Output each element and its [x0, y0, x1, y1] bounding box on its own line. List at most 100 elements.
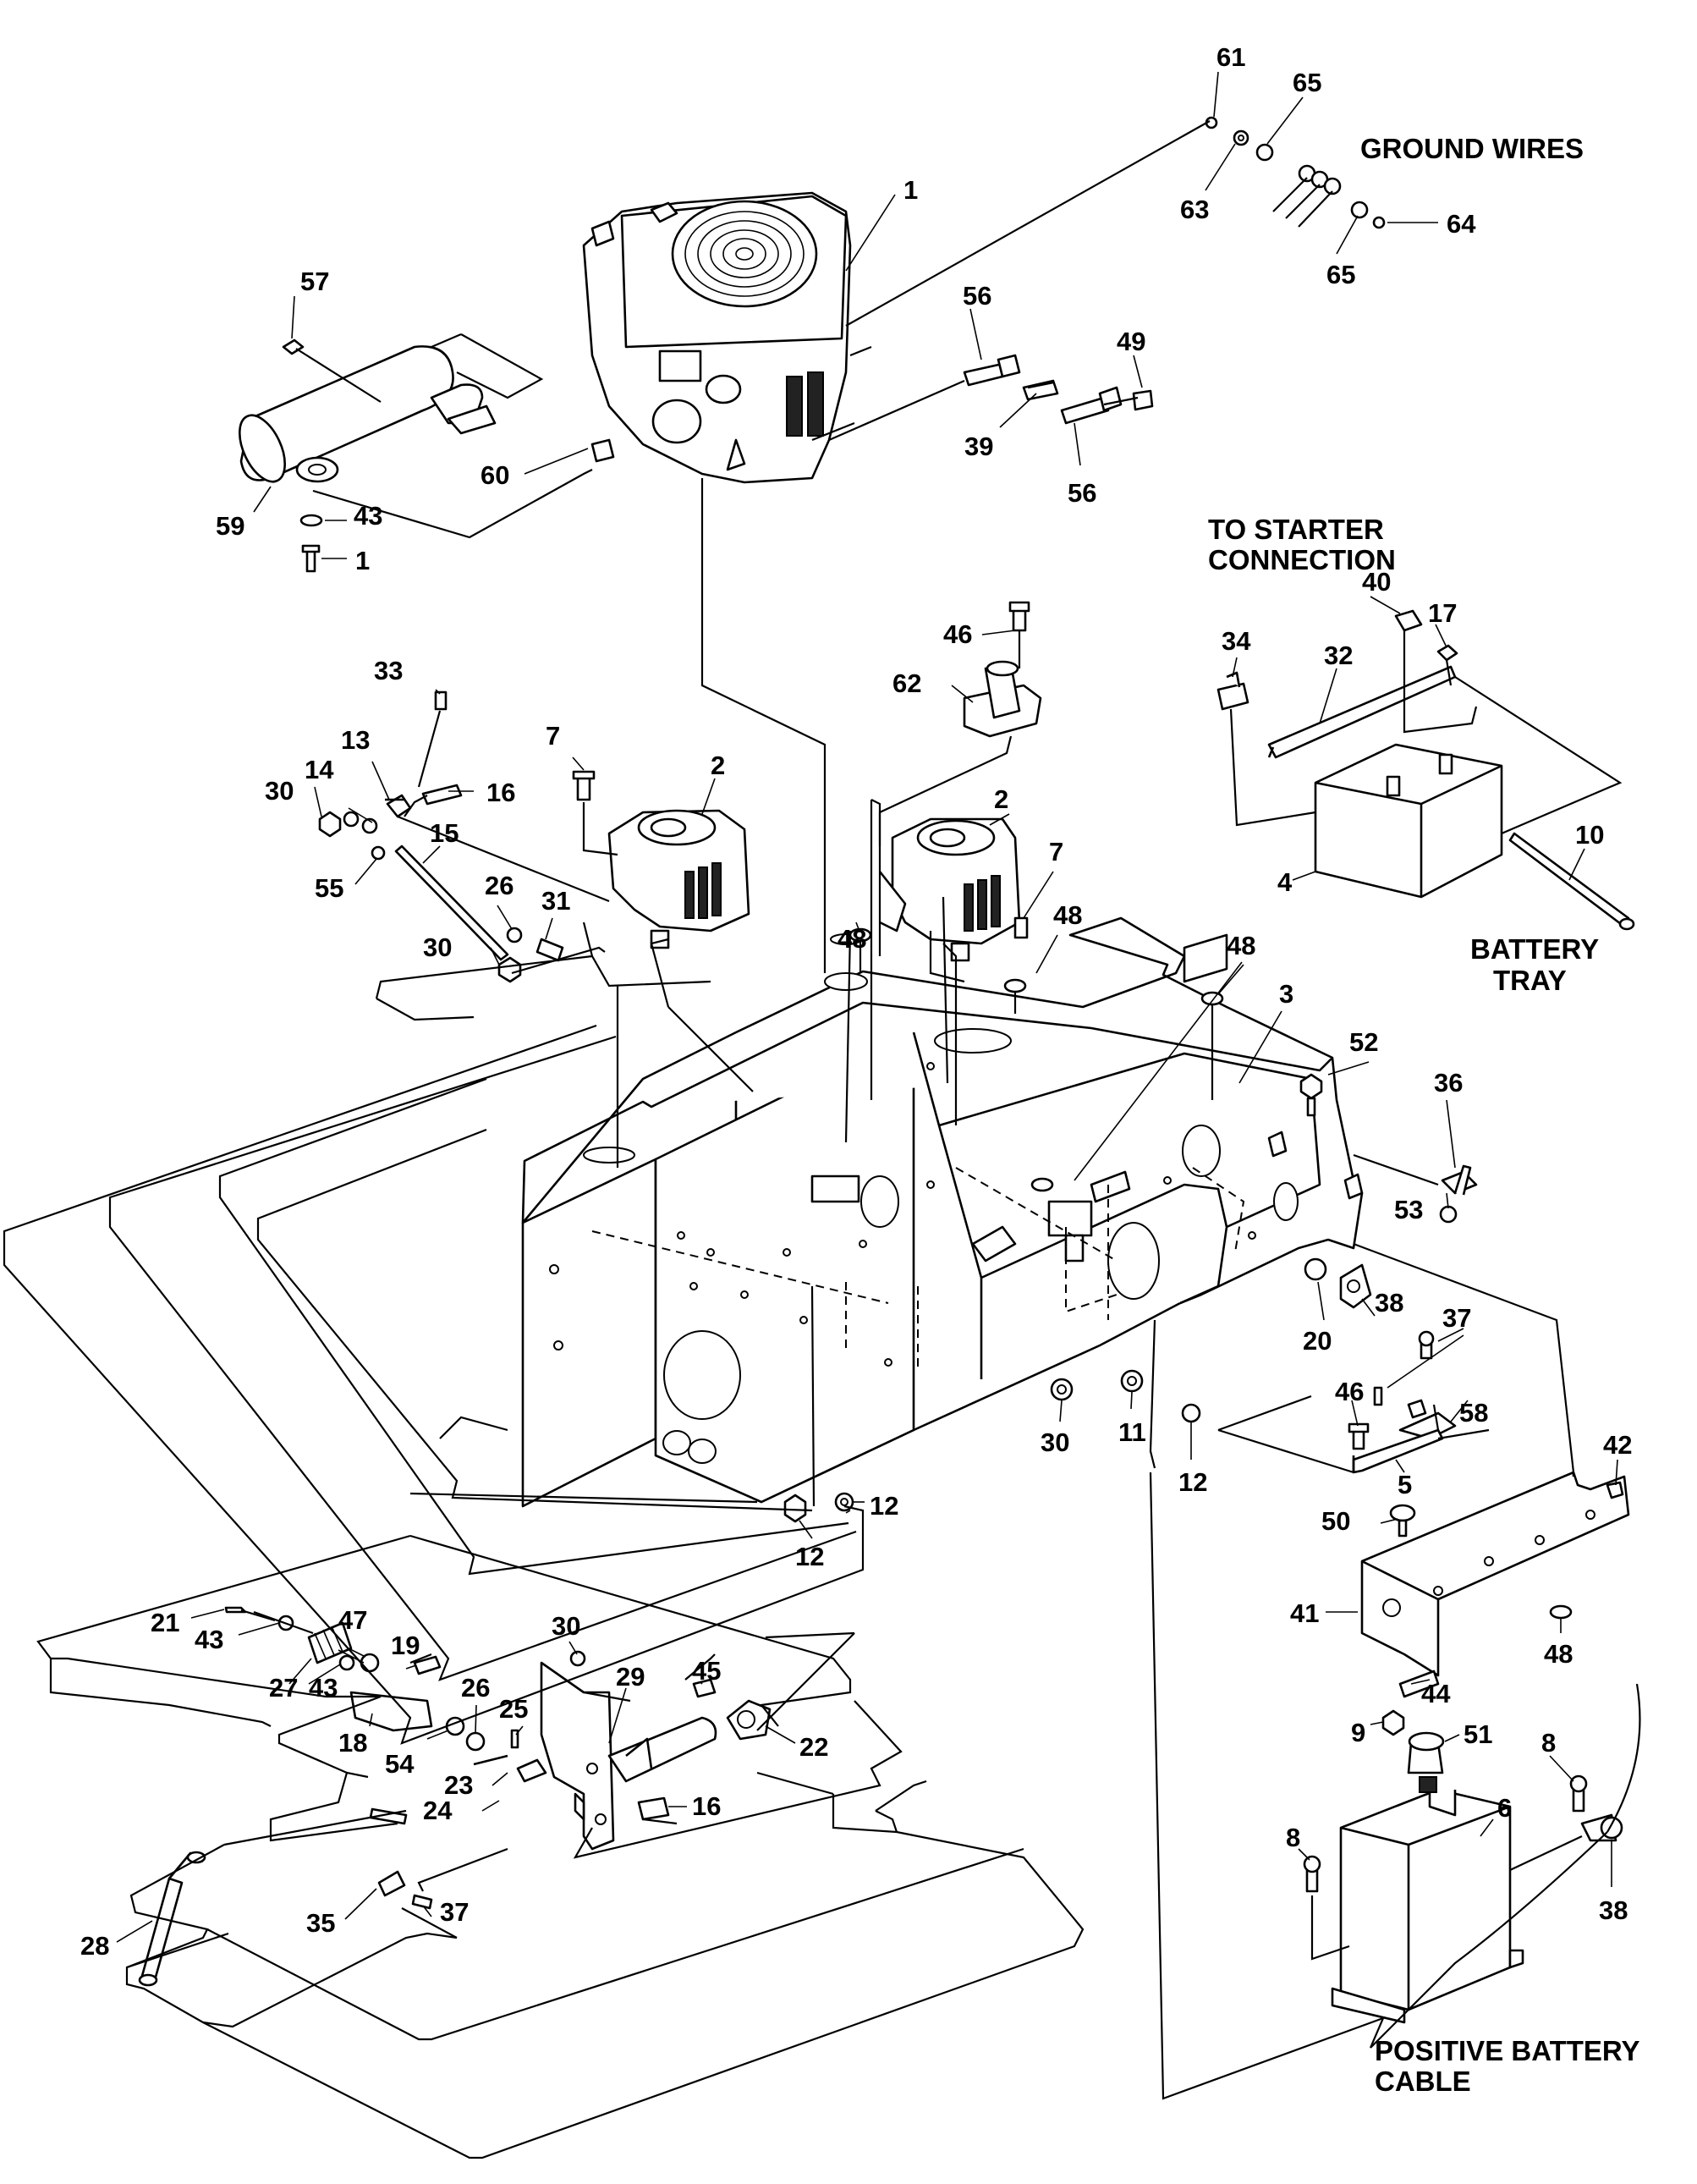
rubber-bumpers	[848, 927, 1224, 1192]
callout: 38	[1375, 1288, 1403, 1318]
callout: 1	[903, 175, 918, 205]
callout: 56	[1068, 478, 1096, 508]
callout: 51	[1464, 1719, 1492, 1749]
bracket-58	[1348, 1330, 1457, 1474]
callout: 6	[1497, 1793, 1512, 1823]
callout: 40	[1362, 567, 1391, 597]
callout: 13	[341, 725, 370, 755]
callout: 62	[892, 668, 921, 698]
callout: 10	[1575, 820, 1604, 850]
callout: 57	[300, 267, 329, 296]
callout: 33	[374, 656, 403, 685]
hydro-pump-right	[891, 817, 1021, 962]
callout: 27	[269, 1673, 298, 1703]
callout: 3	[1279, 979, 1293, 1009]
callout: 26	[461, 1673, 490, 1703]
chassis-hardware-lower-right	[1304, 1257, 1372, 1309]
callout: 32	[1324, 641, 1353, 670]
callout: 30	[265, 776, 294, 806]
brake-rod-28	[138, 1851, 433, 1987]
callout: 16	[692, 1791, 721, 1821]
muffler-part	[239, 345, 497, 483]
throttle-linkage	[318, 690, 564, 983]
callout: 16	[486, 778, 515, 807]
battery-tray	[1360, 1471, 1630, 1677]
callout: 49	[1117, 327, 1145, 356]
caption-battery-tray-line2: TRAY	[1493, 965, 1567, 996]
callout: 37	[440, 1897, 469, 1927]
captions: GROUND WIRES TO STARTER CONNECTION BATTE…	[1208, 133, 1640, 2097]
neutral-switch	[963, 601, 1042, 738]
callout: 17	[1428, 598, 1457, 628]
callout: 43	[309, 1673, 338, 1703]
muffler-hardware	[282, 338, 615, 573]
callout: 58	[1459, 1398, 1488, 1428]
callout: 15	[430, 818, 459, 848]
callout: 48	[1227, 931, 1255, 960]
callout: 12	[870, 1491, 898, 1521]
callout: 7	[546, 721, 560, 751]
callout: 29	[616, 1662, 645, 1692]
callout: 59	[216, 511, 244, 541]
callout: 48	[1544, 1639, 1573, 1669]
reservoir-6	[1331, 1731, 1524, 2024]
caption-positive-cable-line1: POSITIVE BATTERY	[1375, 2035, 1640, 2066]
callout: 47	[338, 1605, 367, 1635]
brake-linkage	[224, 1606, 772, 1851]
part-callouts: 61 65 63 64 65 1 57 60 43 59 1 56 49 39 …	[80, 42, 1632, 1961]
callout: 39	[964, 432, 993, 461]
callout: 28	[80, 1931, 109, 1961]
callout: 53	[1394, 1195, 1423, 1224]
chassis-hidden-lines	[591, 1167, 1245, 1371]
callout: 9	[1351, 1718, 1365, 1747]
battery-tray-hardware	[1381, 1481, 1624, 1736]
callout: 8	[1286, 1823, 1300, 1852]
caption-positive-cable-line2: CABLE	[1375, 2066, 1471, 2097]
engine-part	[582, 191, 852, 484]
callout: 44	[1421, 1679, 1451, 1708]
fuel-line-parts	[963, 354, 1154, 425]
callout: 26	[485, 871, 513, 900]
callout: 7	[1049, 837, 1063, 866]
chassis-nuts	[783, 1369, 1201, 1523]
callout-leaders	[116, 71, 1618, 1943]
callout: 65	[1293, 68, 1321, 97]
leader-lines	[700, 478, 1156, 1507]
ground-wire-hardware	[1205, 116, 1386, 229]
callout: 4	[1277, 867, 1293, 897]
callout: 30	[552, 1611, 580, 1641]
callout: 2	[711, 751, 725, 780]
callout: 30	[423, 932, 452, 962]
chassis-frame	[521, 871, 1364, 1508]
callout: 38	[1599, 1895, 1628, 1925]
callout: 61	[1216, 42, 1245, 72]
caption-to-starter-line2: CONNECTION	[1208, 544, 1396, 575]
callout: 60	[481, 460, 509, 490]
callout: 42	[1603, 1430, 1632, 1460]
callout: 22	[799, 1732, 828, 1762]
callout: 1	[355, 546, 370, 575]
callout: 18	[338, 1728, 367, 1758]
callout: 37	[1442, 1303, 1471, 1333]
callout: 63	[1180, 195, 1209, 224]
routing-outlines	[3, 921, 1085, 2159]
callout: 20	[1303, 1326, 1332, 1356]
callout: 48	[1053, 900, 1082, 930]
callout: 52	[1349, 1027, 1378, 1057]
callout: 46	[943, 619, 972, 649]
callout: 45	[692, 1656, 721, 1686]
pump-bolts	[572, 770, 1029, 939]
callout: 21	[151, 1608, 179, 1637]
callout: 12	[1178, 1467, 1207, 1497]
callout: 23	[444, 1770, 473, 1800]
callout: 56	[963, 281, 991, 311]
callout: 5	[1398, 1470, 1412, 1499]
callout: 48	[838, 924, 866, 954]
reservoir-hardware	[1303, 1774, 1623, 1893]
caption-battery-tray-line1: BATTERY	[1470, 933, 1599, 965]
callout: 65	[1326, 260, 1355, 289]
chassis-holes	[549, 1062, 1256, 1367]
callout: 43	[195, 1625, 223, 1654]
callout: 11	[1118, 1417, 1146, 1447]
